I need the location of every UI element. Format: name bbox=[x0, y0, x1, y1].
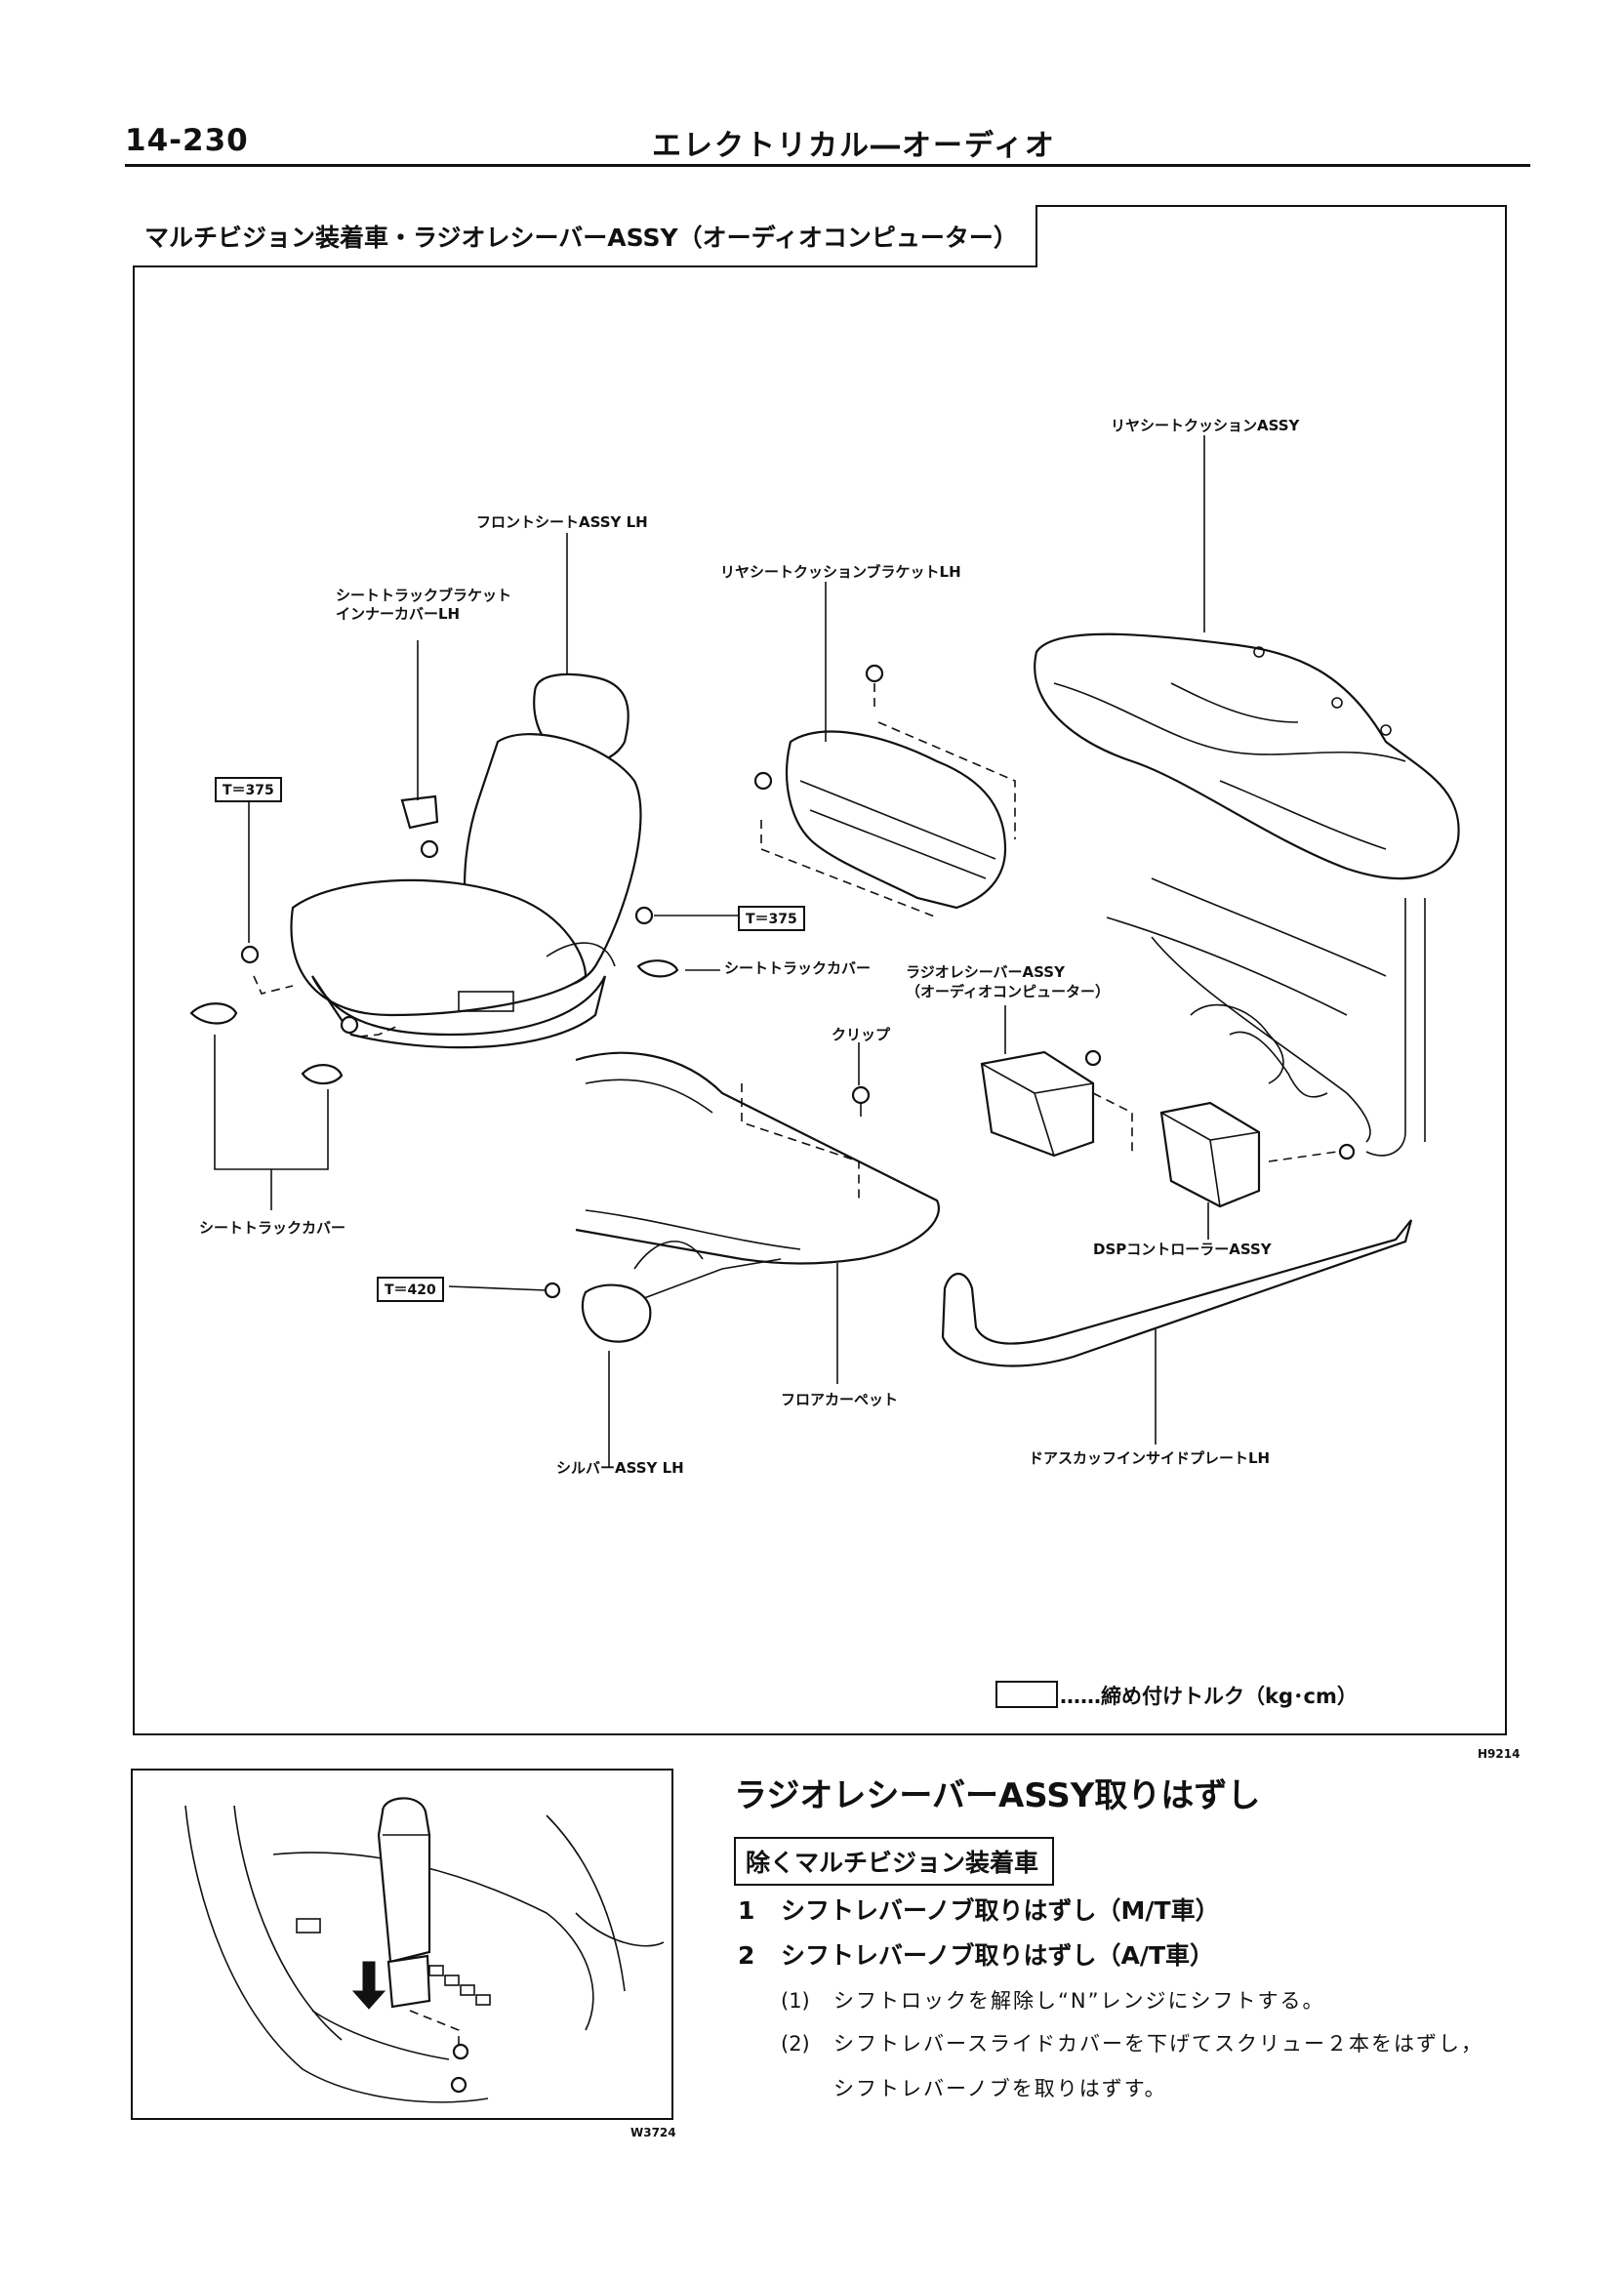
main-figure-id: H9214 bbox=[1478, 1747, 1521, 1761]
label-dsp-controller: DSPコントローラーASSY bbox=[1093, 1241, 1272, 1258]
label-radio-receiver-1: ラジオレシーバーASSY bbox=[906, 963, 1065, 981]
label-seat-track-cover-right: シートトラックカバー bbox=[724, 959, 872, 977]
label-silver-assy: シルバーASSY LH bbox=[556, 1459, 684, 1477]
torque-box-center: T＝375 bbox=[738, 906, 805, 931]
label-clip: クリップ bbox=[832, 1026, 891, 1043]
substep-1: (1) シフトロックを解除し“N”レンジにシフトする。 bbox=[781, 1985, 1324, 2015]
small-figure-id: W3724 bbox=[630, 2126, 676, 2139]
radio-receiver-drawing bbox=[980, 1049, 1133, 1158]
silver-assy-drawing bbox=[544, 1241, 782, 1343]
step-1-text: シフトレバーノブ取りはずし（M/T車） bbox=[781, 1896, 1220, 1925]
dsp-controller-drawing bbox=[1159, 1101, 1356, 1208]
substep-2-continued: シフトレバーノブを取りはずす。 bbox=[781, 2073, 1167, 2102]
substep-2-number: (2) bbox=[781, 2032, 810, 2056]
label-radio-receiver-2: （オーディオコンピューター） bbox=[906, 983, 1110, 1000]
scuff-plate-drawing bbox=[941, 1219, 1413, 1367]
label-seat-track-cover-bottom: シートトラックカバー bbox=[199, 1219, 346, 1237]
step-2: 2 シフトレバーノブ取りはずし（A/T車） bbox=[738, 1936, 1214, 1972]
torque-box-left: T＝375 bbox=[215, 777, 282, 802]
condition-box: 除くマルチビジョン装着車 bbox=[734, 1837, 1055, 1886]
rear-seat-cushion-drawing bbox=[1034, 632, 1460, 880]
torque-box-bottom: T＝420 bbox=[377, 1277, 444, 1302]
substep-1-number: (1) bbox=[781, 1989, 810, 2013]
front-seat-drawing bbox=[290, 672, 642, 1049]
label-rear-seat-cushion: リヤシートクッションASSY bbox=[1111, 417, 1300, 434]
figure-caption: マルチビジョン装着車・ラジオレシーバーASSY（オーディオコンピューター） bbox=[133, 205, 1037, 267]
torque-legend-text: ……締め付けトルク（kg･cm） bbox=[1060, 1685, 1358, 1708]
label-rear-cushion-bracket: リヤシートクッションブラケットLH bbox=[720, 563, 961, 581]
label-seat-track-bracket-2: インナーカバーLH bbox=[336, 605, 461, 623]
rear-bracket-drawing bbox=[753, 664, 1016, 918]
page-number: 14-230 bbox=[125, 123, 249, 158]
label-floor-carpet: フロアカーペット bbox=[781, 1391, 899, 1408]
procedure-title: ラジオレシーバーASSY取りはずし bbox=[734, 1776, 1261, 1815]
step-1: 1 シフトレバーノブ取りはずし（M/T車） bbox=[738, 1892, 1220, 1927]
label-door-scuff-plate: ドアスカッフインサイドプレートLH bbox=[1029, 1449, 1271, 1467]
substep-2: (2) シフトレバースライドカバーを下げてスクリュー２本をはずし， bbox=[781, 2028, 1483, 2057]
substep-1-text: シフトロックを解除し“N”レンジにシフトする。 bbox=[833, 1989, 1325, 2013]
page-title: エレクトリカル―オーディオ bbox=[652, 129, 1056, 163]
torque-legend-swatch bbox=[995, 1681, 1058, 1708]
step-2-number: 2 bbox=[738, 1941, 755, 1970]
step-1-number: 1 bbox=[738, 1896, 755, 1925]
floor-carpet-drawing bbox=[575, 1051, 940, 1265]
substep-2-continued-text: シフトレバーノブを取りはずす。 bbox=[833, 2077, 1167, 2100]
shift-lever-figure-frame bbox=[131, 1769, 673, 2120]
substep-2-text: シフトレバースライドカバーを下げてスクリュー２本をはずし， bbox=[833, 2032, 1483, 2056]
step-2-text: シフトレバーノブ取りはずし（A/T車） bbox=[781, 1941, 1215, 1970]
label-seat-track-bracket-1: シートトラックブラケット bbox=[336, 587, 512, 604]
header-rule bbox=[125, 164, 1530, 167]
label-front-seat: フロントシートASSY LH bbox=[476, 513, 648, 531]
